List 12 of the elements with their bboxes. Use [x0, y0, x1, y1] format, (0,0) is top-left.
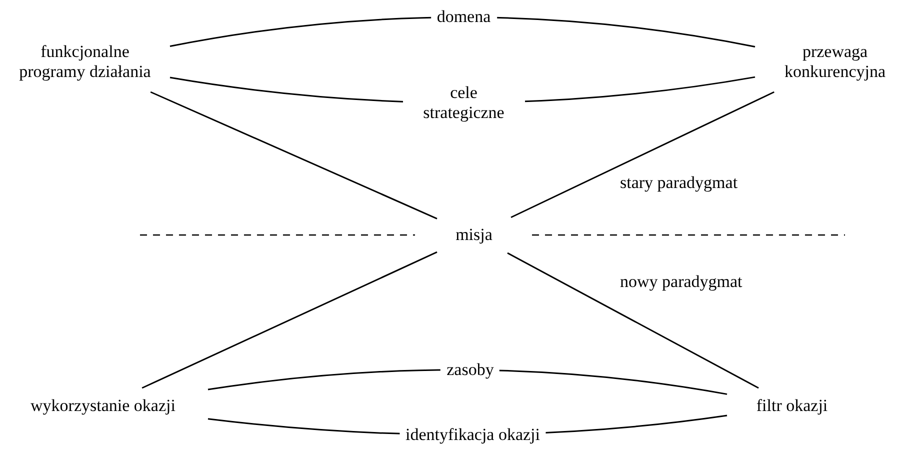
node-text: misja — [447, 225, 501, 245]
connector-line — [510, 91, 774, 218]
note-text: stary paradygmat — [620, 173, 738, 193]
note-text: nowy paradygmat — [620, 272, 742, 292]
connector-line — [170, 16, 756, 48]
node-text: filtr okazji — [737, 396, 847, 416]
node-text: funkcjonalne programy działania — [10, 42, 160, 82]
node-text: wykorzystanie okazji — [8, 396, 198, 416]
connector-line — [150, 91, 438, 220]
connector-line — [142, 251, 438, 389]
node-text: przewaga konkurencyjna — [765, 42, 905, 82]
connector-line — [507, 252, 759, 389]
